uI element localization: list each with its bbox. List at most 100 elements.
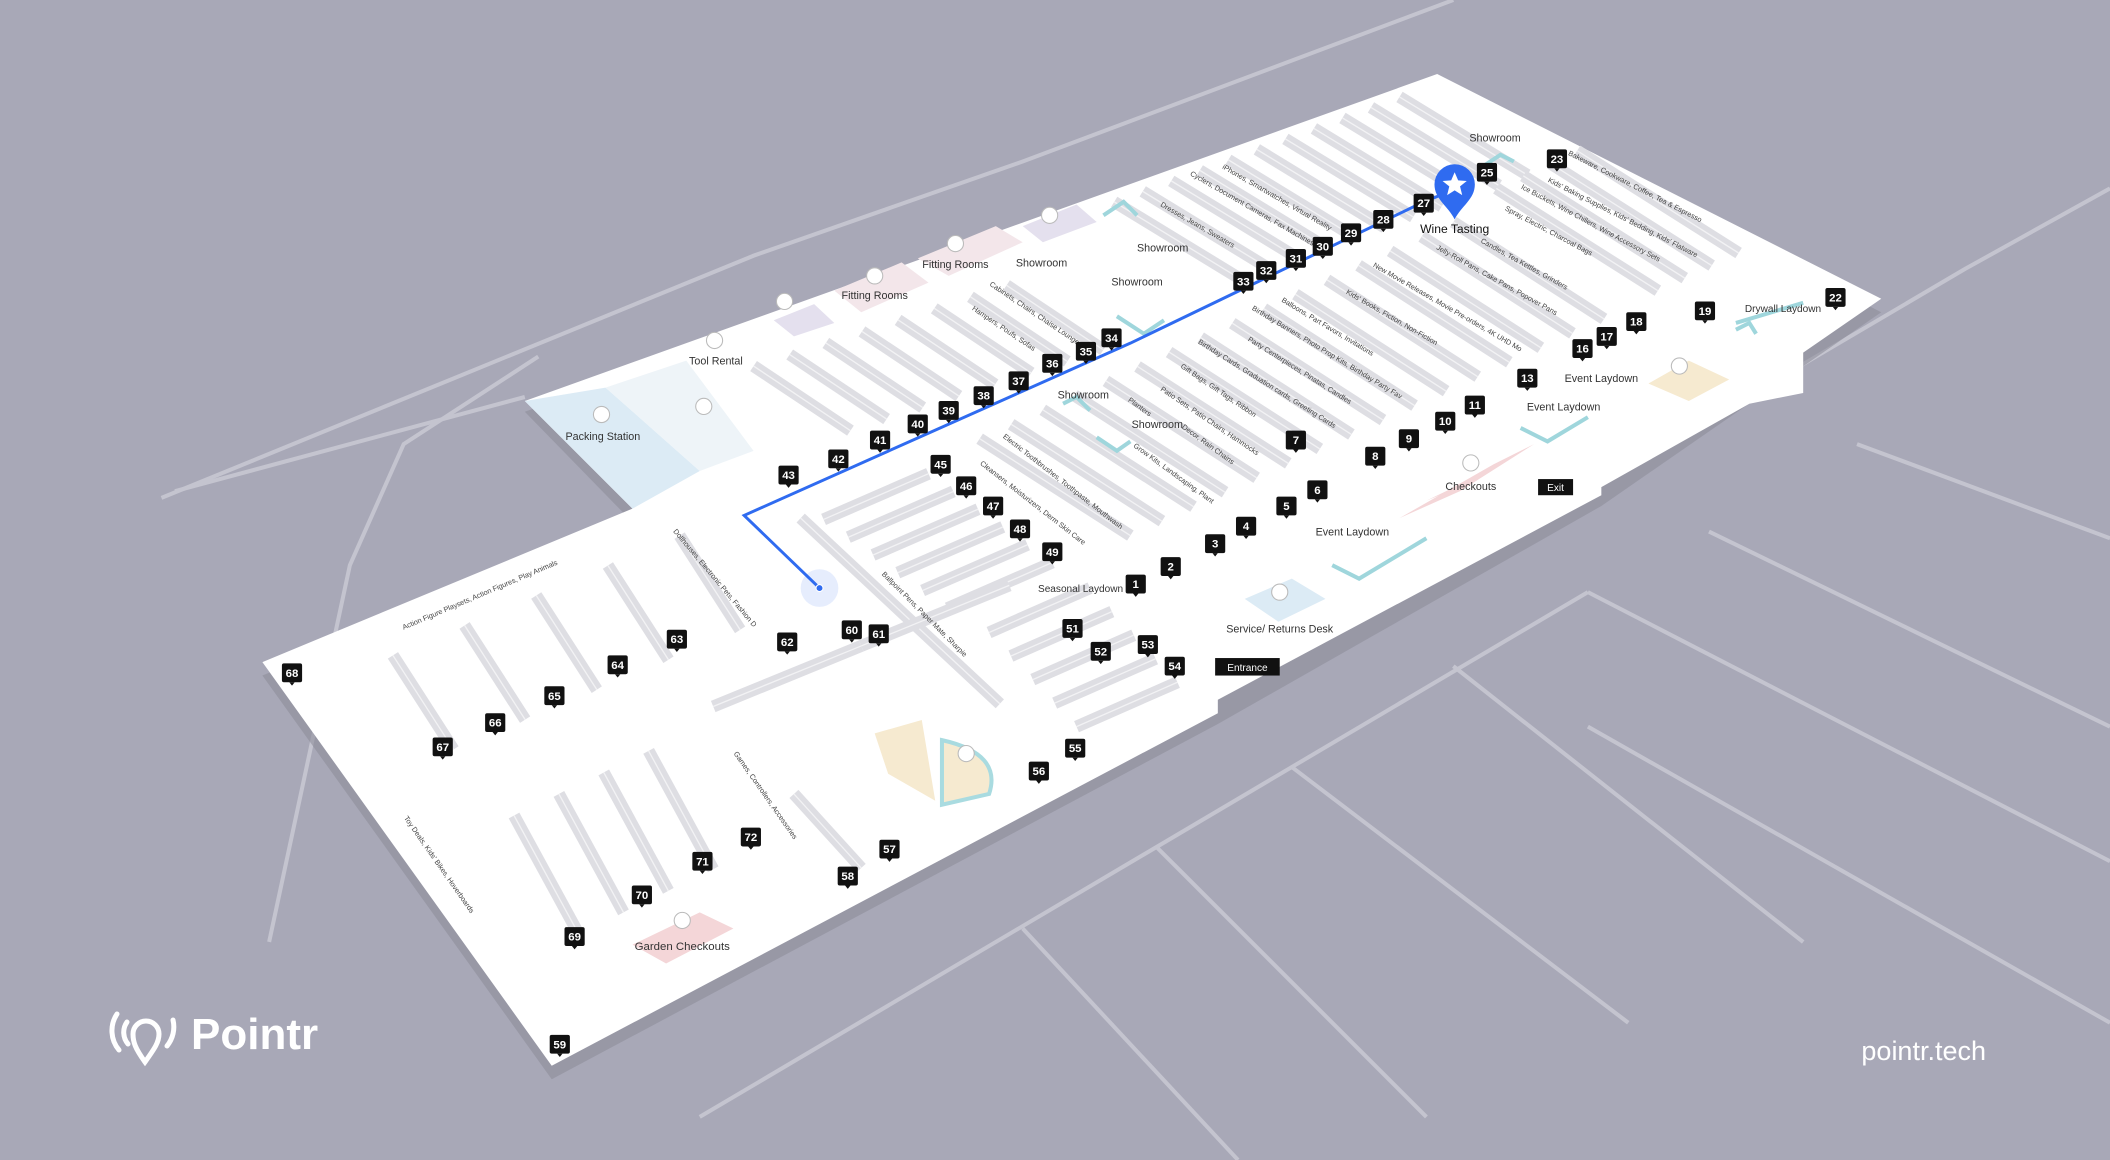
aisle-marker-59[interactable]: 59 [549,1034,570,1058]
aisle-marker-22[interactable]: 22 [1825,287,1846,311]
aisle-marker-37[interactable]: 37 [1008,371,1029,394]
aisle-marker-56[interactable]: 56 [1028,761,1049,784]
aisle-number: 66 [489,718,502,730]
aisle-marker-70[interactable]: 70 [631,885,652,908]
aisle-marker-58[interactable]: 58 [837,866,858,889]
aisle-marker-30[interactable]: 30 [1312,236,1333,260]
aisle-marker-65[interactable]: 65 [544,686,565,709]
star-pin-icon[interactable] [1434,164,1475,220]
aisle-marker-23[interactable]: 23 [1546,149,1568,172]
aisle-marker-18[interactable]: 18 [1626,312,1647,335]
aisle-marker-25[interactable]: 25 [1476,162,1498,186]
aisle-marker-3[interactable]: 3 [1205,534,1226,557]
label-event-laydown: Event Laydown [1565,373,1639,385]
shelf-divider [1006,284,1104,351]
aisle-marker-61[interactable]: 61 [868,624,889,647]
aisle-number: 46 [960,481,973,493]
aisle-marker-32[interactable]: 32 [1256,261,1277,284]
aisle-marker-2[interactable]: 2 [1160,557,1181,580]
aisle-marker-48[interactable]: 48 [1009,519,1031,542]
aisle-marker-69[interactable]: 69 [564,927,585,950]
label-drywall-laydown: Drywall Laydown [1745,304,1821,315]
aisle-number: 69 [568,932,581,944]
aisle-marker-19[interactable]: 19 [1694,301,1716,324]
aisle-number: 29 [1345,228,1358,240]
label-fitting-rooms[interactable]: Fitting Rooms [922,259,988,271]
aisle-marker-29[interactable]: 29 [1340,223,1362,246]
aisle-marker-35[interactable]: 35 [1075,341,1097,365]
aisle-marker-51[interactable]: 51 [1062,619,1083,642]
aisle-marker-57[interactable]: 57 [879,839,900,862]
aisle-marker-4[interactable]: 4 [1235,516,1257,539]
aisle-number: 1 [1133,579,1140,591]
aisle-marker-5[interactable]: 5 [1276,496,1297,519]
aisle-marker-63[interactable]: 63 [666,629,687,652]
aisle-number: 42 [832,454,845,466]
aisle-marker-16[interactable]: 16 [1572,339,1593,362]
aisle-marker-55[interactable]: 55 [1065,738,1086,761]
aisle-number: 53 [1141,640,1154,652]
shelf-divider [897,319,996,386]
destination-pin[interactable] [1434,164,1475,220]
aisle-marker-1[interactable]: 1 [1125,574,1146,597]
aisle-marker-72[interactable]: 72 [740,827,761,850]
aisle-marker-11[interactable]: 11 [1464,395,1485,418]
shelf-divider [897,526,1004,574]
aisle-marker-54[interactable]: 54 [1164,656,1185,679]
aisle-number: 19 [1699,306,1712,318]
aisle-marker-66[interactable]: 66 [485,713,506,736]
aisle-marker-33[interactable]: 33 [1233,271,1254,295]
aisle-number: 71 [696,856,709,868]
label-event-laydown: Event Laydown [1316,527,1390,539]
aisle-marker-53[interactable]: 53 [1137,635,1158,658]
aisle-marker-68[interactable]: 68 [281,663,303,686]
shelf-divider [1142,190,1271,270]
aisle-marker-52[interactable]: 52 [1090,641,1111,665]
aisle-marker-49[interactable]: 49 [1042,542,1063,565]
aisle-number: 55 [1069,743,1082,755]
aisle-marker-64[interactable]: 64 [607,655,628,678]
aisle-marker-38[interactable]: 38 [973,386,994,409]
aisle-marker-39[interactable]: 39 [938,401,959,424]
aisle-number: 67 [436,742,449,754]
register-icon [673,911,691,930]
aisle-marker-7[interactable]: 7 [1285,430,1306,453]
aisle-marker-40[interactable]: 40 [907,414,928,437]
aisle-marker-6[interactable]: 6 [1307,480,1328,503]
aisle-marker-31[interactable]: 31 [1285,248,1306,272]
label-service-desk[interactable]: Service/ Returns Desk [1226,623,1334,635]
aisle-marker-10[interactable]: 10 [1435,411,1456,434]
aisle-marker-45[interactable]: 45 [930,454,951,478]
shelving [387,91,1742,937]
aisle-marker-67[interactable]: 67 [432,737,453,760]
aisle-marker-62[interactable]: 62 [777,632,798,655]
info-icon [957,744,975,763]
aisle-number: 65 [548,691,561,703]
star-icon [1442,172,1467,196]
aisle-marker-60[interactable]: 60 [841,620,862,643]
shelf-divider [1421,235,1573,334]
aisle-marker-8[interactable]: 8 [1365,446,1386,469]
shelf-divider [1105,380,1258,479]
locker-icon [695,397,713,416]
aisle-marker-28[interactable]: 28 [1373,209,1394,233]
aisle-marker-17[interactable]: 17 [1596,327,1617,350]
aisle-marker-71[interactable]: 71 [692,851,713,875]
aisle-marker-46[interactable]: 46 [956,476,977,499]
shelf-divider [1522,175,1686,279]
label-showroom: Showroom [1132,419,1183,431]
aisle-marker-9[interactable]: 9 [1398,429,1420,452]
aisle-number: 37 [1012,376,1025,388]
label-wine-tasting[interactable]: Wine Tasting [1420,222,1489,236]
current-location-dot [800,569,839,607]
aisle-marker-13[interactable]: 13 [1517,368,1538,391]
aisle-marker-47[interactable]: 47 [983,496,1004,519]
aisle-marker-36[interactable]: 36 [1042,353,1063,377]
aisle-marker-27[interactable]: 27 [1413,193,1434,216]
aisle-marker-34[interactable]: 34 [1101,328,1122,351]
aisle-marker-43[interactable]: 43 [778,465,799,488]
aisle-marker-42[interactable]: 42 [828,449,849,472]
aisle-marker-41[interactable]: 41 [869,430,891,453]
label-fitting-rooms[interactable]: Fitting Rooms [842,290,908,302]
